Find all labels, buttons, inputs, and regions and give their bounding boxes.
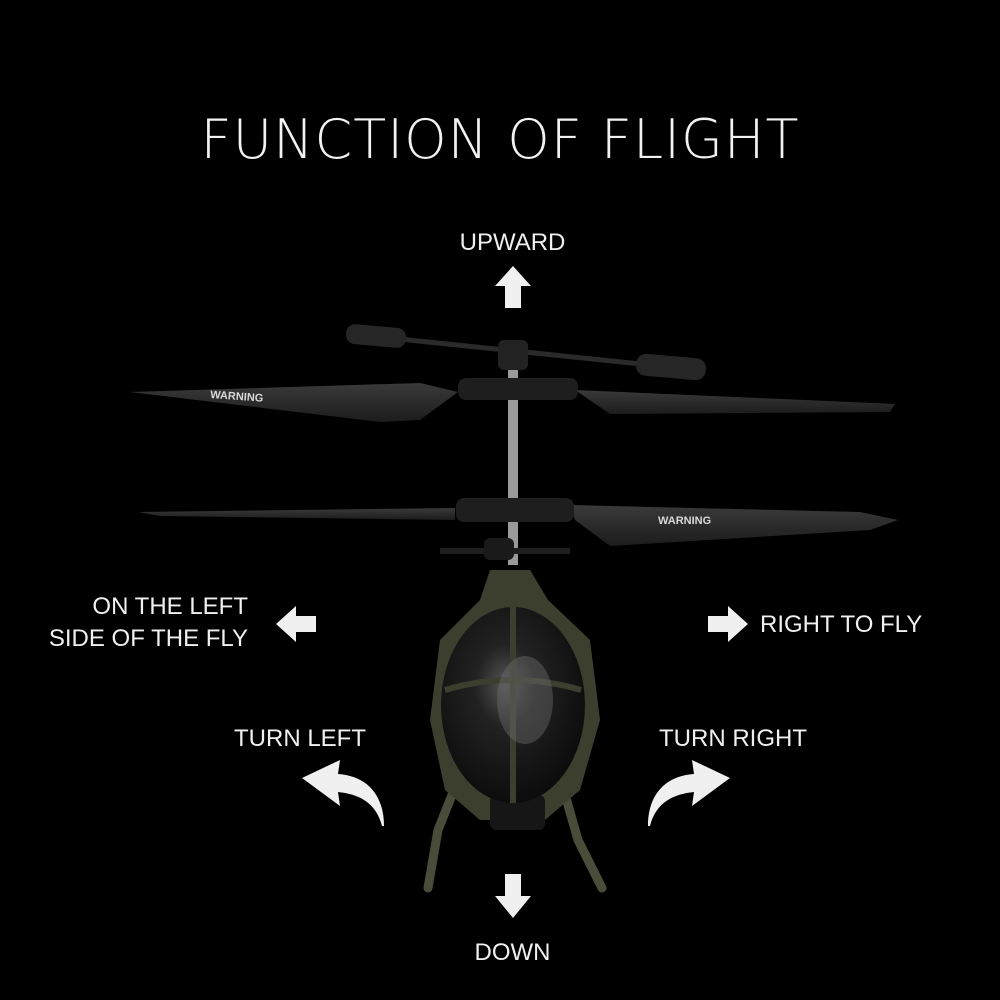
label-down: DOWN bbox=[474, 939, 551, 966]
up-arrow-icon bbox=[495, 266, 531, 308]
blade-warning-text: WARNING bbox=[210, 389, 264, 405]
left-arrow-icon bbox=[276, 606, 316, 642]
turn-left-arrow-icon bbox=[302, 760, 384, 826]
blade-warning-text-lower: WARNING bbox=[658, 515, 711, 527]
page-title: FUNCTION OF FLIGHT bbox=[200, 108, 800, 171]
label-left-side-2: SIDE OF THE FLY bbox=[48, 625, 248, 652]
lower-rotor-blades: WARNING bbox=[138, 498, 898, 546]
label-right-fly: RIGHT TO FLY bbox=[760, 611, 923, 638]
rotor-mast bbox=[508, 345, 518, 565]
turn-right-arrow-icon bbox=[648, 760, 730, 826]
label-upward: UPWARD bbox=[459, 229, 566, 256]
right-arrow-icon bbox=[708, 606, 748, 642]
camera bbox=[490, 795, 545, 830]
upper-rotor-blades: WARNING bbox=[130, 378, 895, 422]
label-turn-left: TURN LEFT bbox=[234, 725, 366, 752]
down-arrow-icon bbox=[495, 874, 531, 918]
label-turn-right: TURN RIGHT bbox=[659, 725, 807, 752]
label-left-side-1: ON THE LEFT bbox=[92, 593, 248, 620]
